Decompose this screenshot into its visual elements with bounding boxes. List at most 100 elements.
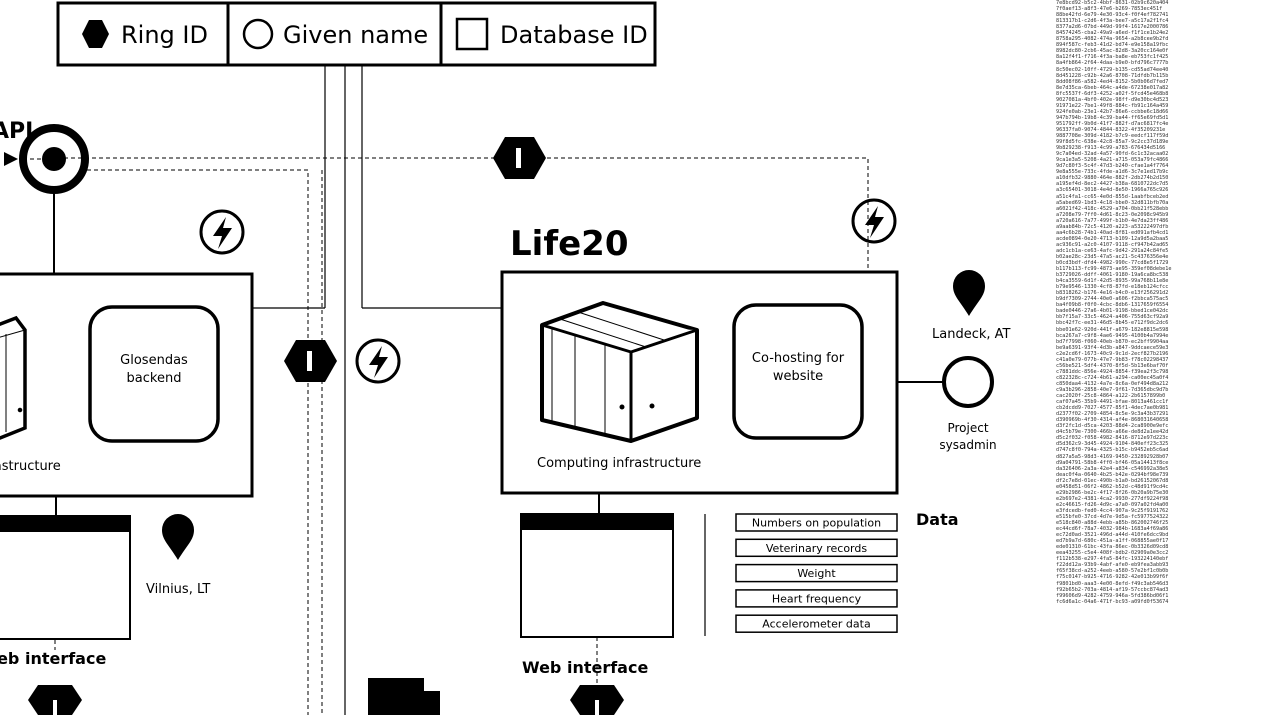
uuid-entry: 951792ff-9b0d-41f7-882f-d7ac6817fc4e	[1056, 120, 1169, 127]
uuid-entry: f99606d9-4282-4759-946a-5fd386bd06f1	[1056, 592, 1169, 599]
uuid-entry: 9e8a555e-733c-4fde-a1d6-3c7e1ed17b9c	[1056, 169, 1169, 176]
uuid-entry: f112b538-e297-4fa5-84fc-193224140ebf	[1056, 556, 1169, 563]
uuid-entry: f75c0147-b925-4716-9282-42e013b99f6f	[1056, 574, 1169, 581]
map-pin-icon-landeck	[953, 270, 985, 316]
sysadmin-circle-icon	[942, 356, 994, 408]
uuid-entry: 91971e22-7be1-49f8-884c-fb91c164a459	[1056, 102, 1169, 109]
uuid-entry: 894f587c-feb3-41d2-bd74-e9e158a19fbc	[1056, 42, 1169, 49]
uuid-entry: a51c4fa1-cc65-4e0d-855d-1aabfbceb2ed	[1056, 193, 1169, 200]
ring-id-hexagon-icon	[82, 20, 109, 48]
uuid-entry: ed7b9a7d-680c-451a-a1ff-068855ae0f17	[1056, 538, 1169, 545]
uuid-entry: 9027081a-4bf0-402e-98ff-d9e30bc4d523	[1056, 96, 1169, 103]
uuid-entry: da326406-2a3a-42e4-a834-c546992a38e5	[1056, 465, 1169, 472]
uuid-entry: adc1cb1a-ce63-4afc-9d42-291a24c84fe5	[1056, 247, 1169, 254]
uuid-entry: fc6d6a1c-04a6-471f-bc93-a09fd0f53674	[1056, 598, 1169, 605]
life20-title: Life20	[510, 224, 629, 264]
uuid-entry: e29b2986-be2c-4f17-8f26-0b20a9b75e30	[1056, 489, 1169, 496]
uuid-entry: 7f0aef13-a8f3-47e6-b269-7853ec451f	[1056, 6, 1163, 13]
uuid-entry: 8a4fb864-2f64-4daa-b9e0-bfd796c7777b	[1056, 60, 1169, 67]
uuid-entry: b3729026-ddff-4061-9180-19a6ca8bc538	[1056, 272, 1169, 279]
uuid-entry: cb2dcdd9-7027-4577-85f1-4dec7ae0b981	[1056, 405, 1169, 412]
uuid-entry: aa4c6b28-74b1-40ad-8f81-ed091afb4cd1	[1056, 229, 1169, 236]
uuid-entry: d4c5b79e-7300-466b-a66e-de8d2a1ee42d	[1056, 429, 1169, 436]
uuid-entry: b02ae28c-23d5-47a5-ac21-5c4376356e4e	[1056, 253, 1169, 260]
uuid-entry: e518c840-a88d-4ebb-a85b-862002746f25	[1056, 520, 1169, 527]
uuid-entry: a5abed69-1bd3-4c18-bbe0-32d811bfb70a	[1056, 199, 1169, 206]
uuid-entry: 84574245-cba2-49a9-a6ed-f1f1ce1b24e2	[1056, 30, 1169, 37]
cohosting-label: Co-hosting for website	[751, 351, 845, 384]
uuid-entry: 947b794b-19b8-4c39-ba44-ff65e69fd5d1	[1056, 114, 1169, 121]
uuid-entry: 813317b1-c2d6-4f3a-bee7-a5c17a2f1fc4	[1056, 18, 1169, 25]
uuid-entry: b8318262-b176-4e16-b4c0-e13f256291d2	[1056, 290, 1169, 297]
uuid-entry: 88be42fd-6e79-4e30-93c4-f0f4ef782741	[1056, 12, 1169, 19]
uuid-entry: 7e8bcd92-b5c2-4bbf-8631-02b9c620a404	[1056, 0, 1169, 6]
uuid-entry: caf07a45-35b9-4491-bfae-8013a461cc1f	[1056, 399, 1169, 406]
uuid-entry: a7208e79-7ff0-4d61-8c23-0e2098c945b9	[1056, 211, 1169, 218]
uuid-entry: e3fdcedb-fed0-4cc4-907a-9c25f9191762	[1056, 507, 1169, 514]
uuid-entry: deac0f4a-0640-4b25-b42e-0294bf98e739	[1056, 471, 1169, 478]
uuid-entry: a9aab84b-72c5-4120-a223-a53222497dfb	[1056, 223, 1169, 230]
uuid-entry: a6021f42-418c-4529-a704-0bb21f528ebb	[1056, 205, 1169, 212]
ring-id-badge-mid: I	[284, 340, 337, 382]
uuid-entry: 8d451228-c92b-42a6-8708-71dfdb7b115b	[1056, 72, 1169, 79]
arrow-right-icon	[4, 152, 18, 166]
right-infra-label: Computing infrastructure	[537, 456, 701, 471]
left-web-interface-label: Web interface	[0, 649, 106, 668]
uuid-entry: d2377f02-2709-4854-8c5e-9c3a43b37291	[1056, 411, 1169, 418]
uuid-entry: 9887708e-309d-4182-b7c9-eedcf117f59d	[1056, 133, 1169, 140]
uuid-entry: df2c7e8d-01ec-490b-b1a0-bd26152067d8	[1056, 477, 1169, 484]
web-interface-window-right	[520, 513, 674, 638]
data-item-box	[735, 538, 898, 558]
uuid-entry: b117b113-fc99-4873-ae95-359ef08debe1e	[1056, 266, 1172, 273]
data-item-label: Accelerometer data	[762, 618, 870, 631]
uuid-entry: a10dfb32-9880-464e-882f-2db274b2d150	[1056, 175, 1169, 182]
uuid-entry: bbe01e62-920d-441f-a679-182e8815e598	[1056, 326, 1169, 333]
uuid-entry: ba4f09b8-f0f0-4cbc-8db6-1317659f6554	[1056, 302, 1169, 309]
legend: Ring ID Given name Database ID	[56, 1, 657, 67]
uuid-entry: c7881ddc-856e-4924-8854-f39ea2f3c798	[1056, 368, 1169, 375]
right-web-interface-label: Web interface	[522, 658, 648, 677]
right-block: I Life20 Computing infrastructure Co-hos…	[493, 137, 1011, 715]
database-id-square-icon	[455, 17, 489, 51]
left-infra-box	[0, 272, 254, 498]
lightning-icon	[199, 209, 245, 255]
data-item-label: Weight	[797, 567, 836, 580]
uuid-entry: bbc42f7c-ee31-46d5-8b45-e712f9dc2dc6	[1056, 320, 1169, 327]
uuid-entry: c56be521-5df4-4370-8f5d-5b13e6baf70f	[1056, 362, 1169, 369]
uuid-entry: c9a3b296-2858-40e7-9f61-7d365dbc9d7b	[1056, 387, 1169, 393]
cohosting-box	[732, 303, 864, 440]
uuid-entry: 9ca1e3a5-5208-4a21-a715-053a79fc4866	[1056, 157, 1169, 164]
server-icon-left	[0, 315, 27, 440]
right-infra-box	[500, 270, 899, 495]
unidentified-black-shape	[368, 678, 440, 715]
map-pin-icon-vilnius	[162, 514, 194, 560]
diagram-canvas: Ring ID Given name Database ID API	[0, 1, 1011, 715]
uuid-entry: b79e9546-1330-4cf8-87fd-e18eb124cfcc	[1056, 284, 1169, 291]
uuid-entry: d9a04791-58b8-4ff0-bf46-05a14413f8ce	[1056, 459, 1169, 466]
uuid-entry: e515bfe0-37cd-4d7e-9d5a-fc5977524322	[1056, 513, 1169, 520]
data-heading: Data	[916, 510, 959, 529]
uuid-entry: f65f38cd-a252-4eeb-a580-57e2bf1c0b0b	[1056, 568, 1169, 575]
uuid-entry: ede01310-61bc-43fa-86ec-0b3326d09cd8	[1056, 544, 1169, 551]
legend-ring-id: Ring ID	[121, 21, 208, 49]
uuid-entry: 8e7d35ca-6beb-464c-a4de-67238e017a82	[1056, 84, 1169, 91]
connectors	[30, 65, 943, 715]
uuid-entry: d5c2f032-f058-4982-8416-8712e97d223c	[1056, 435, 1169, 442]
uuid-entry: 924fe0ab-23e1-42b7-86e6-ccbbe6c18d66	[1056, 108, 1169, 115]
location-landeck: Landeck, AT	[932, 327, 1011, 342]
ring-id-badge-top: I	[493, 137, 546, 179]
glosendas-backend-box	[88, 305, 220, 443]
uuid-entry: acde0894-0e20-4713-b109-12a9d5a2baa5	[1056, 235, 1169, 242]
uuid-entry: a720a616-7a77-499f-b1b0-4e7da23ff486	[1056, 217, 1169, 224]
sysadmin-label: Project sysadmin	[939, 421, 997, 452]
data-item-label: Heart frequency	[772, 592, 862, 605]
web-interface-window-left	[0, 515, 131, 640]
uuid-entry: d827a5a5-98d3-4169-9450-232892928b07	[1056, 453, 1169, 460]
lightning-icon-right	[851, 198, 897, 244]
data-item-label: Veterinary records	[766, 542, 867, 555]
uuid-entry: d390969b-4f30-4314-af4e-868031640658	[1056, 417, 1169, 424]
uuid-entry: c41a0e79-077b-47e7-9b83-f78c02298437	[1056, 356, 1169, 363]
uuid-entry: cac2020f-25c8-4864-a122-2b6157899b0	[1056, 393, 1166, 400]
uuid-entry: ac936c91-a2c0-4107-9118-cf947b42ad65	[1056, 241, 1169, 248]
